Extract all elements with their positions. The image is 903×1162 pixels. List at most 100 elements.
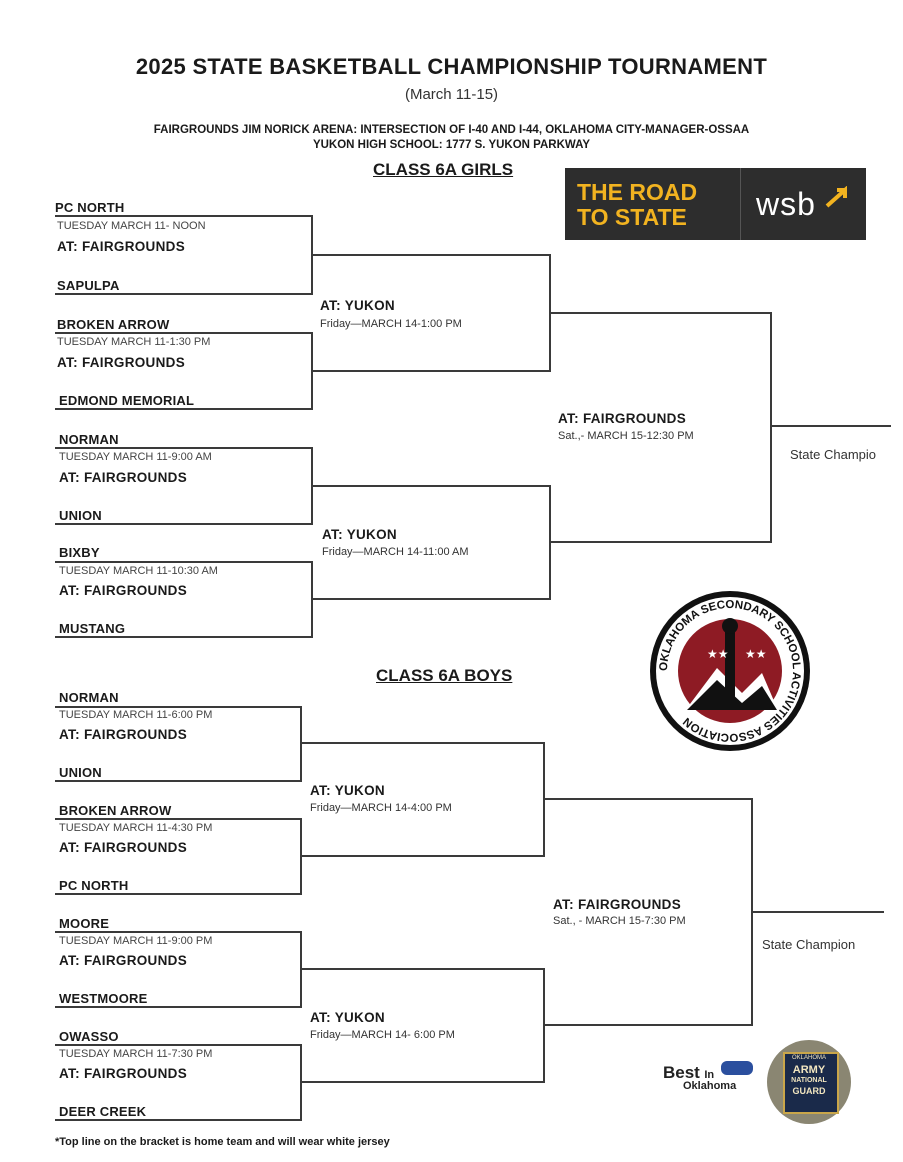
boys-game-1-venue: AT: FAIRGROUNDS — [59, 727, 187, 742]
boys-class-heading: CLASS 6A BOYS — [376, 666, 513, 685]
girls-state-champion: State Champio — [790, 447, 876, 462]
girls-team-8: MUSTANG — [59, 621, 126, 636]
best-line-2: Oklahoma — [683, 1080, 737, 1092]
bracket-line — [300, 1081, 545, 1083]
wsb-arrow-icon — [825, 186, 847, 208]
bracket-line — [770, 425, 891, 427]
boys-game-4-time: TUESDAY MARCH 11-7:30 PM — [59, 1048, 213, 1060]
girls-team-2: SAPULPA — [57, 278, 120, 293]
girls-team-6: UNION — [59, 508, 102, 523]
boys-game-3-time: TUESDAY MARCH 11-9:00 PM — [59, 935, 213, 947]
bracket-line — [751, 911, 884, 913]
bracket-line — [311, 370, 551, 372]
bracket-line — [55, 780, 302, 782]
bracket-line — [311, 485, 551, 487]
bracket-line — [300, 742, 545, 744]
svg-text:★★: ★★ — [707, 647, 729, 661]
bracket-line — [55, 523, 313, 525]
boys-game-3-venue: AT: FAIRGROUNDS — [59, 953, 187, 968]
girls-final-venue: AT: FAIRGROUNDS — [558, 411, 686, 426]
boys-team-5: MOORE — [59, 916, 110, 931]
best-in-oklahoma-logo: Best In Oklahoma — [663, 1061, 763, 1092]
bracket-line — [543, 798, 753, 800]
bracket-line — [55, 332, 313, 334]
boys-semi-1-time: Friday—MARCH 14-4:00 PM — [310, 802, 452, 814]
army-guard-logo: OKLAHOMA ARMY NATIONAL GUARD — [767, 1040, 851, 1124]
boys-game-1-time: TUESDAY MARCH 11-6:00 PM — [59, 709, 213, 721]
boys-semi-2-time: Friday—MARCH 14- 6:00 PM — [310, 1029, 455, 1041]
bracket-line — [311, 254, 551, 256]
boys-game-4-venue: AT: FAIRGROUNDS — [59, 1066, 187, 1081]
bracket-line — [311, 598, 551, 600]
guard-line-3: NATIONAL — [791, 1077, 827, 1084]
bracket-line — [55, 447, 313, 449]
svg-text:★★: ★★ — [745, 647, 767, 661]
bracket-line — [55, 706, 302, 708]
girls-team-7: BIXBY — [59, 545, 100, 560]
bracket-line — [55, 818, 302, 820]
bracket-line — [543, 1024, 753, 1026]
bracket-line — [55, 1044, 302, 1046]
boys-team-1: NORMAN — [59, 690, 119, 705]
boys-team-3: BROKEN ARROW — [59, 803, 172, 818]
boys-team-2: UNION — [59, 765, 102, 780]
bracket-line — [55, 408, 313, 410]
bracket-line — [55, 1006, 302, 1008]
ossaa-seal-icon: ★★ ★★ OKLAHOMA SECONDARY SCHOOL ACTIVITI… — [650, 591, 810, 751]
bracket-line — [55, 931, 302, 933]
wsb-logo-text: wsb — [756, 186, 816, 222]
bracket-line — [549, 541, 772, 543]
girls-game-1-venue: AT: FAIRGROUNDS — [57, 239, 185, 254]
bracket-line — [55, 561, 313, 563]
girls-game-3-venue: AT: FAIRGROUNDS — [59, 470, 187, 485]
boys-semi-1-venue: AT: YUKON — [310, 783, 385, 798]
girls-team-3: BROKEN ARROW — [57, 317, 170, 332]
girls-game-4-venue: AT: FAIRGROUNDS — [59, 583, 187, 598]
road-line-1: THE ROAD — [577, 179, 698, 205]
girls-final-time: Sat.,- MARCH 15-12:30 PM — [558, 430, 694, 442]
girls-team-1: PC NORTH — [55, 200, 125, 215]
girls-team-5: NORMAN — [59, 432, 119, 447]
boys-semi-2-venue: AT: YUKON — [310, 1010, 385, 1025]
best-in: In — [704, 1069, 715, 1081]
boys-team-4: PC NORTH — [59, 878, 129, 893]
girls-game-2-time: TUESDAY MARCH 11-1:30 PM — [57, 336, 211, 348]
boys-game-2-time: TUESDAY MARCH 11-4:30 PM — [59, 822, 213, 834]
bracket-line — [55, 1119, 302, 1121]
boys-final-time: Sat., - MARCH 15-7:30 PM — [553, 915, 686, 927]
guard-line-2: ARMY — [792, 1064, 826, 1076]
girls-class-heading: CLASS 6A GIRLS — [373, 160, 514, 179]
bracket-line — [300, 855, 545, 857]
girls-semi-2-time: Friday—MARCH 14-11:00 AM — [322, 546, 469, 558]
girls-semi-2-venue: AT: YUKON — [322, 527, 397, 542]
venue-fairgrounds: FAIRGROUNDS JIM NORICK ARENA: INTERSECTI… — [153, 124, 750, 136]
bracket-line — [55, 293, 313, 295]
tournament-dates: (March 11-15) — [404, 86, 499, 103]
boys-team-6: WESTMOORE — [59, 991, 148, 1006]
bracket-line — [300, 706, 302, 782]
girls-team-4: EDMOND MEMORIAL — [59, 393, 195, 408]
boys-state-champion: State Champion — [762, 937, 856, 952]
girls-game-4-time: TUESDAY MARCH 11-10:30 AM — [59, 565, 218, 577]
bracket-line — [55, 636, 313, 638]
road-line-2: TO STATE — [577, 204, 687, 230]
footer-note: *Top line on the bracket is home team an… — [55, 1136, 390, 1148]
bracket-line — [770, 312, 772, 543]
ford-badge-icon — [721, 1061, 753, 1075]
page-title: 2025 STATE BASKETBALL CHAMPIONSHIP TOURN… — [135, 54, 768, 79]
boys-game-2-venue: AT: FAIRGROUNDS — [59, 840, 187, 855]
best-line-1: Best — [663, 1063, 700, 1082]
guard-line-4: GUARD — [792, 1086, 826, 1096]
bracket-line — [55, 215, 313, 217]
bracket-line — [300, 968, 545, 970]
girls-semi-1-venue: AT: YUKON — [320, 298, 395, 313]
logo-divider — [740, 168, 741, 240]
venue-yukon: YUKON HIGH SCHOOL: 1777 S. YUKON PARKWAY — [312, 139, 591, 151]
girls-semi-1-time: Friday—MARCH 14-1:00 PM — [320, 318, 462, 330]
bracket-line — [55, 893, 302, 895]
road-to-state-text: THE ROAD TO STATE — [577, 180, 697, 230]
bracket-line — [549, 312, 772, 314]
road-to-state-logo: THE ROAD TO STATE wsb — [565, 168, 866, 240]
girls-game-3-time: TUESDAY MARCH 11-9:00 AM — [59, 451, 212, 463]
boys-team-7: OWASSO — [59, 1029, 119, 1044]
